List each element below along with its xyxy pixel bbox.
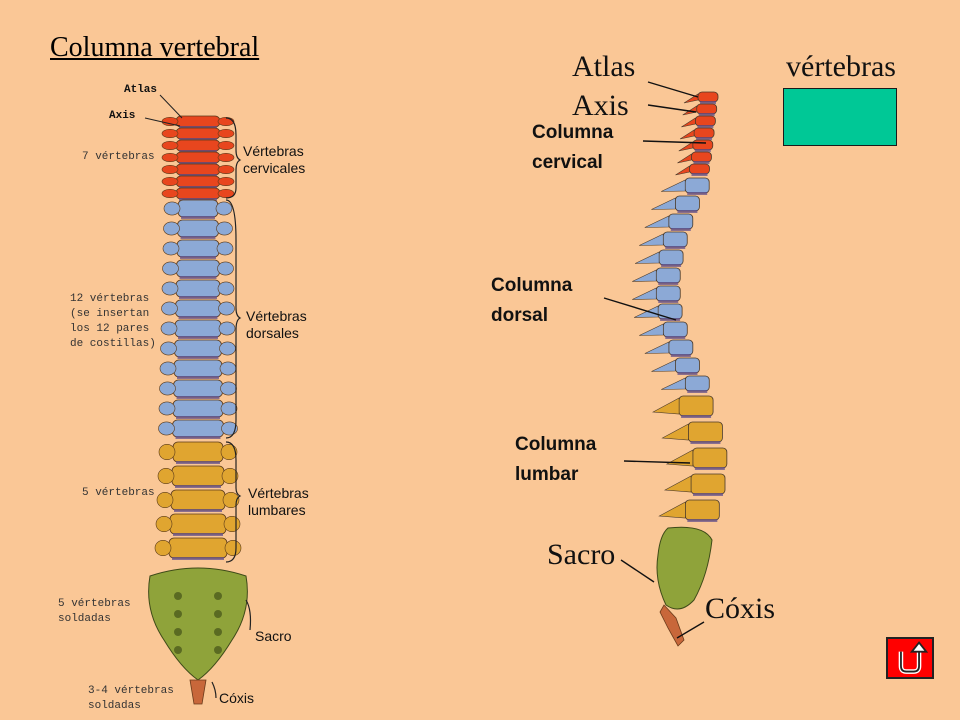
- section-brackets: [211, 117, 252, 699]
- side-cervical-vertebra: [689, 163, 710, 175]
- side-dorsal-vertebra: [668, 213, 694, 230]
- page-title: Columna vertebral: [50, 32, 260, 63]
- dorsal-count-label: 12 vértebras (se insertan los 12 pares d…: [70, 293, 156, 350]
- cervical-vertebra: [175, 115, 221, 128]
- dorsal-column-label: Columna dorsal: [491, 275, 573, 326]
- sacrum: [148, 567, 248, 681]
- cervical-vertebra: [175, 163, 221, 176]
- lumbar-vertebra: [172, 441, 224, 463]
- lumbar-vertebra: [170, 489, 226, 511]
- dorsal-vertebra: [173, 359, 223, 378]
- return-arrow-icon: [898, 641, 929, 674]
- cervical-vertebra: [175, 139, 221, 152]
- side-lumbar-vertebra: [692, 447, 728, 469]
- lumbar-name-label: Vértebras lumbares: [248, 485, 309, 518]
- side-dorsal-vertebra: [684, 375, 710, 392]
- side-lumbar-vertebra: [678, 395, 714, 417]
- cervical-name-label: Vértebras cervicales: [243, 143, 306, 176]
- side-dorsal-vertebra: [675, 357, 700, 374]
- dorsal-vertebra: [177, 219, 219, 238]
- lumbar-count-label: 5 vértebras: [82, 487, 155, 499]
- side-dorsal-vertebra: [658, 249, 684, 266]
- side-lumbar-vertebra: [688, 421, 723, 443]
- coxis-count-label: 3-4 vértebras soldadas: [88, 685, 174, 712]
- side-dorsal-vertebra: [675, 195, 700, 212]
- lumbar-vertebra: [169, 513, 227, 535]
- cervical-count-label: 7 vértebras: [82, 151, 155, 163]
- side-cervical-vertebra: [694, 115, 716, 127]
- side-cervical-vertebra: [697, 91, 719, 103]
- cervical-vertebra: [175, 187, 221, 200]
- dorsal-vertebra: [172, 419, 224, 438]
- side-lumbar-vertebra: [684, 499, 720, 521]
- cervical-column-label: Columna cervical: [532, 122, 614, 173]
- side-leaders: [603, 81, 707, 639]
- legend-label: vértebras: [786, 50, 896, 83]
- side-dorsal-vertebra: [662, 231, 688, 248]
- side-dorsal-vertebra: [684, 177, 710, 194]
- dorsal-vertebra: [174, 339, 222, 358]
- sacro-count-label: 5 vértebras soldadas: [58, 598, 131, 625]
- side-axis-label: Axis: [572, 89, 629, 122]
- back-button[interactable]: [886, 637, 934, 679]
- dorsal-vertebra: [177, 199, 219, 218]
- side-atlas-label: Atlas: [572, 50, 636, 83]
- front-atlas-label: Atlas: [124, 84, 158, 96]
- side-dorsal-vertebra: [662, 321, 688, 338]
- side-coxis-label: Cóxis: [705, 592, 776, 625]
- side-dorsal-vertebra: [655, 267, 681, 284]
- dorsal-vertebra: [176, 259, 220, 278]
- side-cervical-vertebra: [692, 139, 714, 151]
- front-spine: [148, 115, 248, 705]
- dorsal-vertebra: [172, 399, 224, 418]
- side-dorsal-vertebra: [657, 303, 683, 320]
- side-cervical-vertebra: [691, 151, 712, 163]
- cervical-vertebra: [175, 127, 221, 140]
- side-cervical-vertebra: [696, 103, 718, 115]
- coccyx: [189, 679, 207, 705]
- side-spine: [632, 91, 728, 647]
- side-sacro-label: Sacro: [547, 538, 616, 571]
- lumbar-column-label: Columna lumbar: [515, 434, 597, 485]
- side-sacrum: [656, 526, 713, 610]
- lumbar-vertebra: [168, 537, 228, 559]
- sacro-name-label: Sacro: [255, 628, 292, 644]
- coxis-name-label: Cóxis: [219, 690, 255, 706]
- legend-swatch: [783, 88, 897, 146]
- cervical-vertebra: [175, 175, 221, 188]
- side-cervical-vertebra: [693, 127, 715, 139]
- dorsal-name-label: Vértebras dorsales: [246, 308, 307, 341]
- cervical-vertebra: [175, 151, 221, 164]
- front-axis-label: Axis: [109, 110, 136, 122]
- front-leaders: [144, 94, 183, 127]
- dorsal-vertebra: [175, 279, 221, 298]
- dorsal-vertebra: [175, 299, 221, 318]
- dorsal-vertebra: [173, 379, 223, 398]
- side-coccyx: [659, 604, 685, 647]
- lumbar-vertebra: [171, 465, 225, 487]
- side-dorsal-vertebra: [655, 285, 681, 302]
- dorsal-vertebra: [176, 239, 220, 258]
- side-lumbar-vertebra: [690, 473, 726, 495]
- dorsal-vertebra: [174, 319, 222, 338]
- side-dorsal-vertebra: [668, 339, 694, 356]
